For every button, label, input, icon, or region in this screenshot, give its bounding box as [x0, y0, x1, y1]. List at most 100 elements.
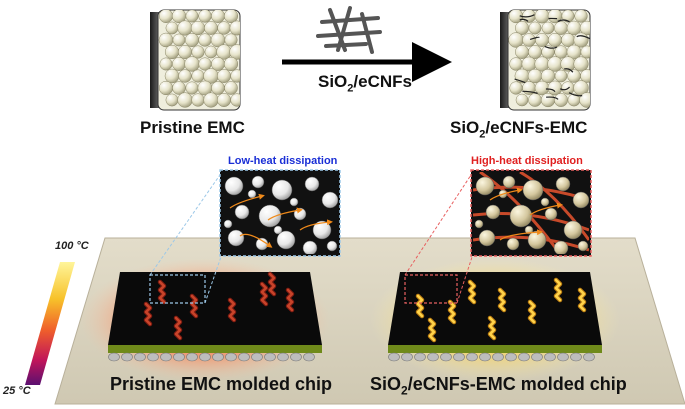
solder-ball: [108, 352, 120, 362]
solder-ball: [544, 352, 556, 362]
filler-particle: [522, 179, 544, 201]
filler-particle: [515, 93, 529, 107]
ecnf-fiber: [545, 88, 556, 93]
solder-ball: [225, 352, 237, 362]
sio2-ecnfs-emc-chip: [388, 171, 602, 362]
filler-particle: [178, 69, 192, 83]
ecnf-fiber: [514, 78, 526, 84]
label-suffix: /eCNFs: [353, 72, 412, 91]
ecnf-fiber: [529, 36, 540, 41]
label-subscript: 2: [347, 82, 354, 95]
filler-particle: [165, 21, 179, 35]
heat-carrier: [416, 294, 424, 318]
filler-particle: [509, 204, 533, 228]
filler-particle: [540, 68, 556, 84]
filler-particle: [580, 69, 590, 83]
filler-particle: [485, 204, 501, 220]
solder-ball: [134, 352, 146, 362]
right-inset-microstructure: [470, 169, 592, 257]
filler-particle: [177, 20, 193, 36]
filler-particle: [534, 10, 550, 24]
phonon-path: [299, 219, 333, 231]
filler-particle: [271, 179, 293, 201]
pristine-emc-cylinder: [150, 9, 241, 111]
sio2-chip-label: SiO2/eCNFs-EMC molded chip: [370, 374, 627, 398]
filler-particle: [227, 229, 245, 247]
solder-ball: [401, 352, 413, 362]
filler-particle: [577, 240, 589, 252]
filler-particle: [164, 68, 180, 84]
heat-carrier: [174, 316, 182, 340]
solder-ball: [303, 352, 315, 362]
filler-particle: [554, 21, 568, 35]
filler-particle: [554, 69, 568, 83]
filler-particle: [230, 69, 240, 83]
filler-particle: [475, 176, 495, 196]
ecnf-fiber: [564, 68, 574, 73]
solder-ball: [427, 352, 439, 362]
filler-particle: [191, 45, 205, 59]
filler-particle: [563, 220, 583, 240]
solder-ball: [531, 352, 543, 362]
filler-particle: [540, 92, 556, 108]
heat-carrier: [528, 300, 536, 324]
filler-particle: [172, 33, 186, 47]
filler-particle: [561, 10, 575, 23]
solder-ball: [453, 352, 465, 362]
heat-carrier: [488, 316, 496, 340]
solder-ball: [557, 352, 569, 362]
solder-ball: [466, 352, 478, 362]
filler-particle: [478, 229, 496, 247]
filler-particle: [191, 93, 205, 107]
filler-particle: [540, 197, 550, 207]
filler-particle: [229, 20, 240, 36]
filler-particle: [230, 93, 240, 107]
filler-particle: [506, 237, 520, 251]
ecnf-fiber: [559, 86, 571, 91]
filler-particle: [567, 69, 581, 83]
filler-particle: [224, 176, 244, 196]
solder-ball: [238, 352, 250, 362]
solder-ball: [583, 352, 595, 362]
filler-particle: [553, 240, 569, 254]
filler-particle: [247, 189, 257, 199]
filler-particle: [535, 33, 549, 47]
filler-particle: [574, 10, 588, 23]
solder-ball: [505, 352, 517, 362]
phonon-path: [229, 193, 265, 209]
heat-carrier: [428, 318, 436, 342]
phonon-path: [529, 202, 563, 216]
filler-particle: [302, 240, 318, 254]
solder-ball: [290, 352, 302, 362]
filler-particle: [561, 33, 575, 47]
solder-ball: [414, 352, 426, 362]
heat-carrier: [286, 288, 294, 312]
solder-ball: [212, 352, 224, 362]
solder-ball: [251, 352, 263, 362]
left-inset-microstructure: [219, 169, 341, 257]
filler-particle: [211, 10, 225, 23]
filler-particle: [541, 21, 555, 35]
filler-particle: [217, 21, 231, 35]
filler-particle: [273, 225, 283, 235]
filler-particle: [554, 93, 568, 107]
ecnf-fiber: [568, 92, 583, 97]
filler-particle: [580, 45, 590, 59]
heat-carrier: [228, 298, 236, 322]
heat-carrier: [144, 302, 152, 326]
filler-particle: [191, 69, 205, 83]
filler-particle: [548, 33, 562, 47]
sio2-ecnfs-emc-label: SiO2/eCNFs-EMC: [450, 118, 587, 140]
filler-particle: [524, 225, 534, 235]
filler-particle: [528, 93, 542, 107]
filler-particle: [204, 21, 218, 35]
ecnf-network-icon: [316, 6, 382, 54]
filler-particle: [304, 176, 320, 192]
filler-particle: [326, 240, 338, 252]
low-heat-dissipation-label: Low-heat dissipation: [228, 155, 338, 167]
label-prefix: SiO: [450, 118, 480, 137]
filler-particle: [544, 207, 558, 221]
filler-particle: [204, 45, 218, 59]
pristine-emc-label: Pristine EMC: [140, 118, 245, 137]
